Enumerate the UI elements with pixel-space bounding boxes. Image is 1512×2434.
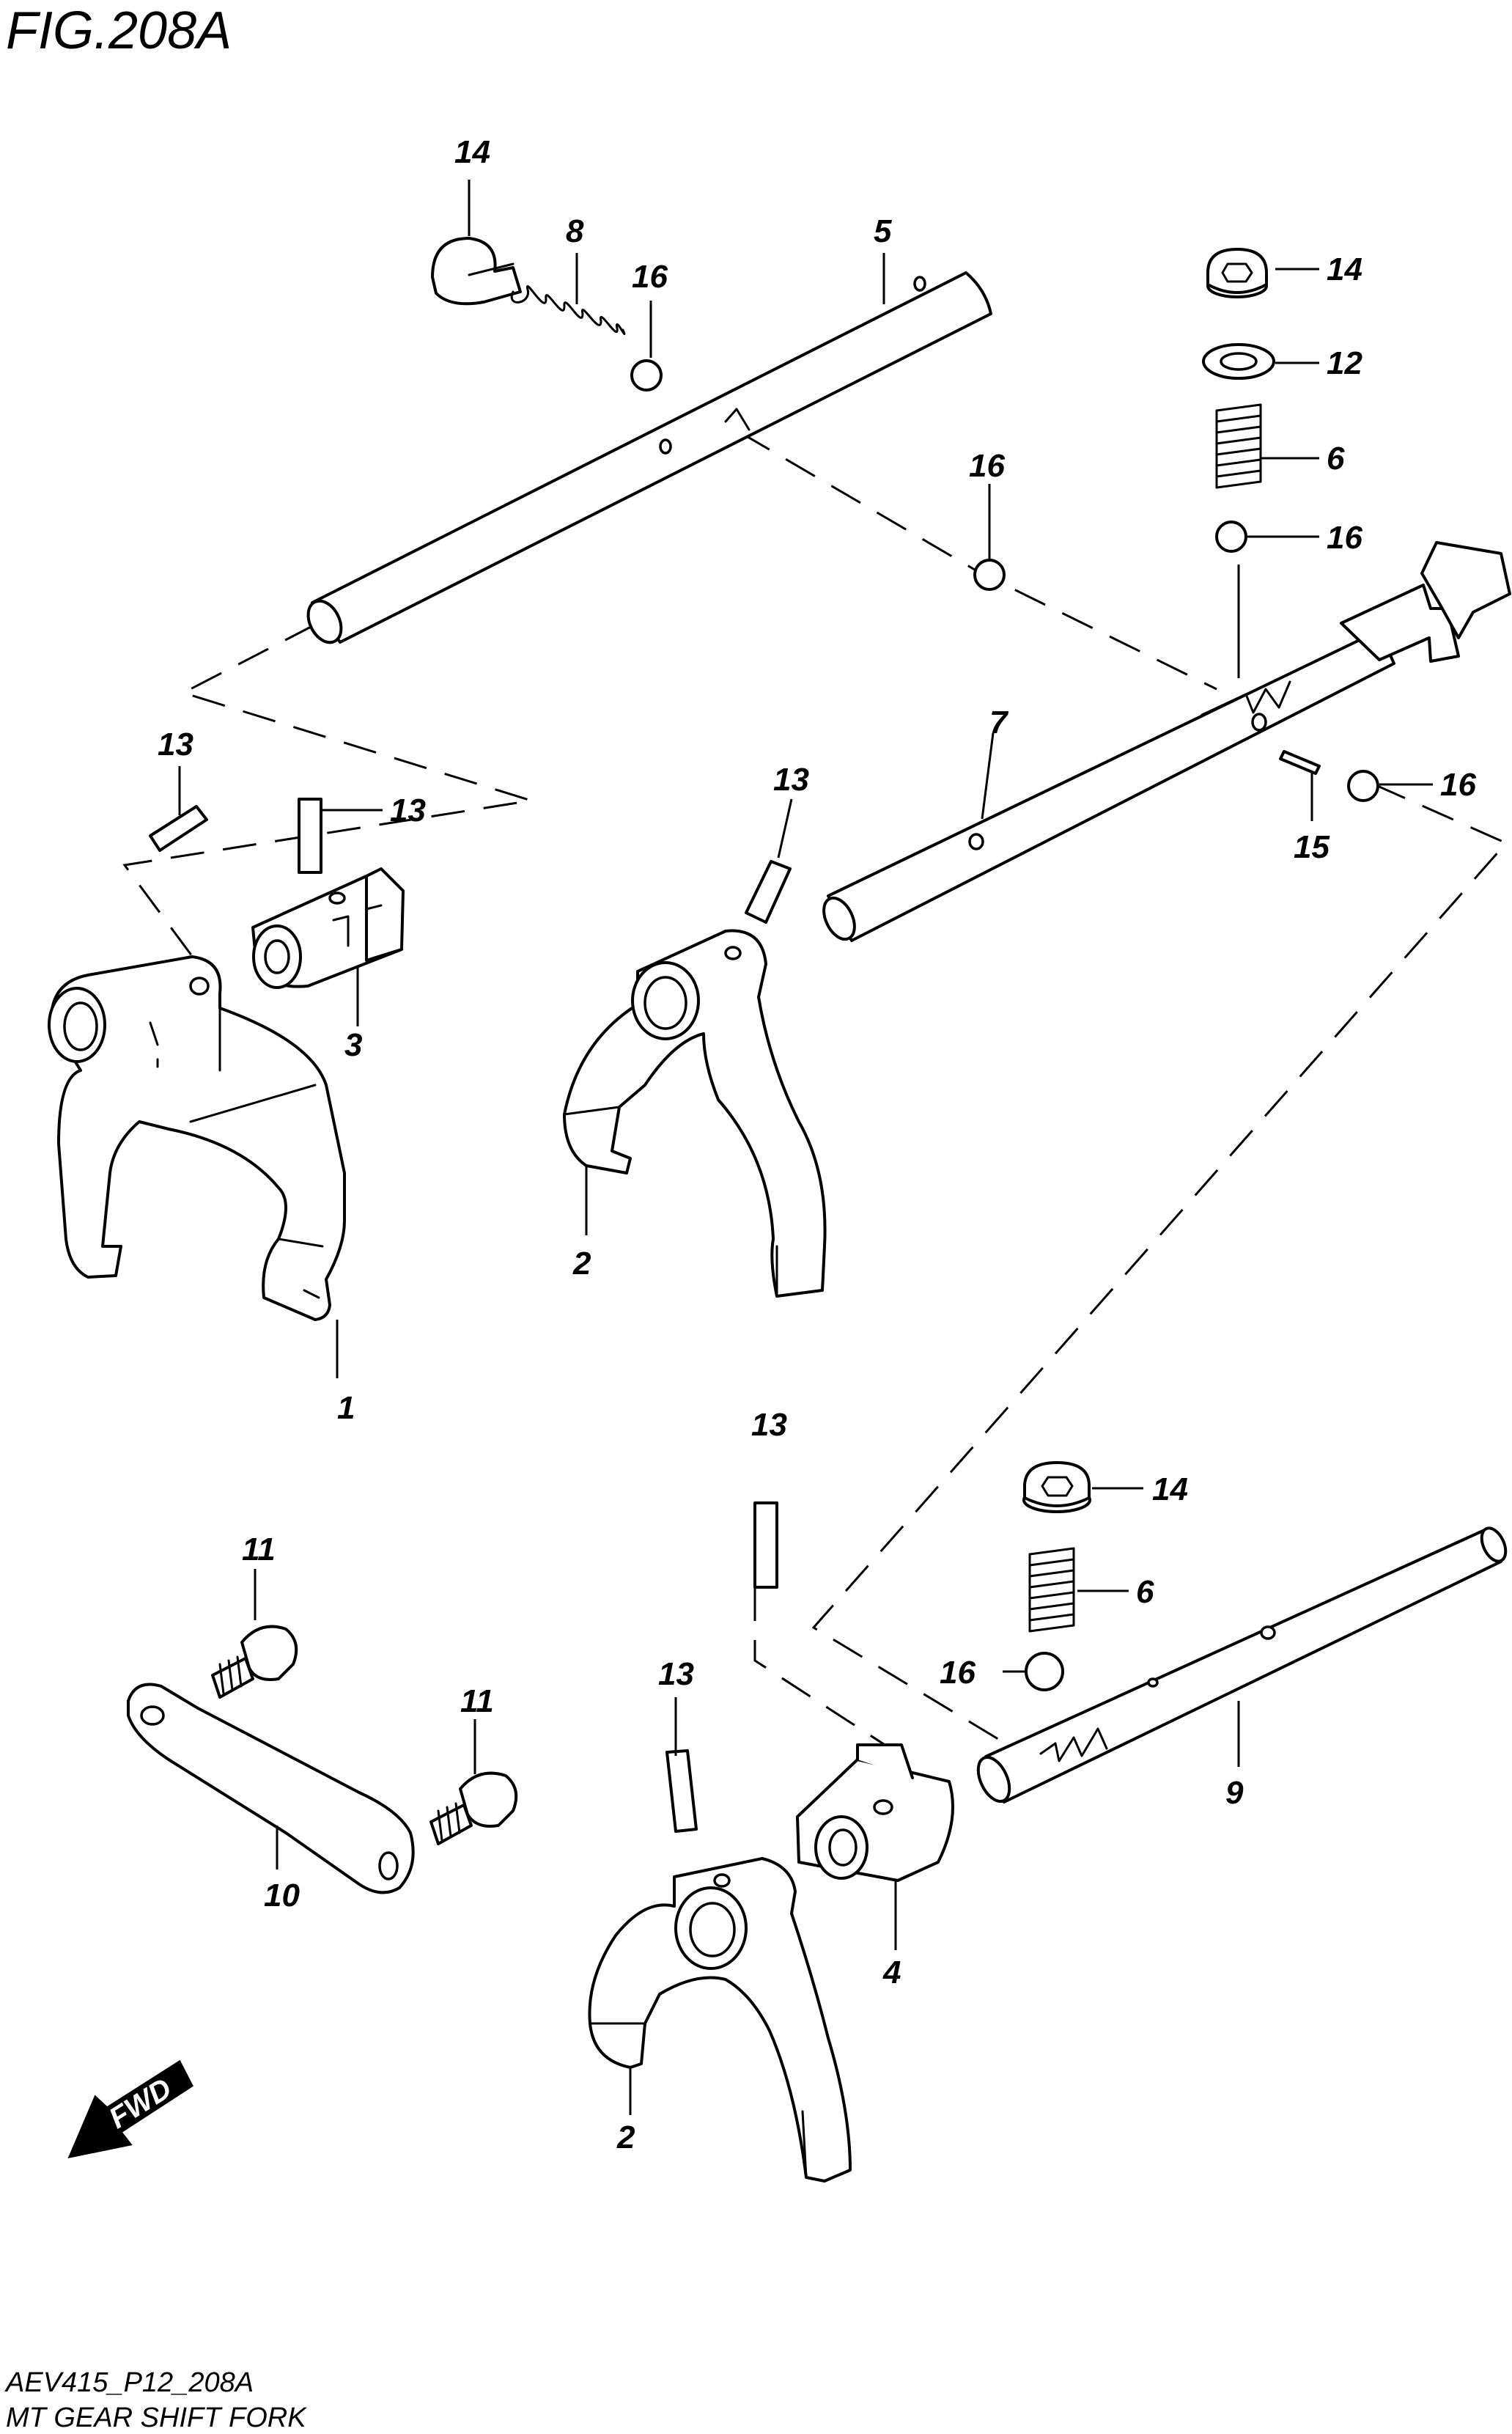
pin-13-e bbox=[665, 1749, 698, 1833]
shift-fork-1 bbox=[48, 955, 346, 1321]
callout-4: 4 bbox=[882, 1955, 901, 1990]
callout-12: 12 bbox=[1327, 345, 1362, 381]
pin-13-d bbox=[753, 1501, 778, 1589]
bolt-11-lower bbox=[429, 1771, 518, 1845]
shift-rod-9 bbox=[976, 1526, 1508, 1804]
callout-2-upper: 2 bbox=[572, 1246, 591, 1282]
callout-6-top: 6 bbox=[1327, 441, 1345, 477]
callout-13-a: 13 bbox=[158, 727, 193, 762]
shift-plate-10 bbox=[127, 1683, 415, 1894]
callout-16-top: 16 bbox=[632, 259, 668, 295]
callout-15: 15 bbox=[1294, 829, 1330, 865]
pin-13-c bbox=[745, 860, 792, 924]
callout-8: 8 bbox=[566, 213, 584, 249]
callout-13-e: 13 bbox=[658, 1656, 694, 1692]
callout-14-top-right: 14 bbox=[1327, 251, 1362, 287]
ball-16-top bbox=[630, 359, 663, 391]
callout-16-right: 16 bbox=[1327, 520, 1362, 556]
callout-7: 7 bbox=[989, 705, 1009, 740]
bolt-11-upper bbox=[211, 1625, 298, 1699]
shift-block-3 bbox=[251, 867, 405, 989]
ball-16-mid bbox=[973, 559, 1006, 591]
shift-block-4 bbox=[796, 1743, 954, 1882]
ball-16-right bbox=[1215, 521, 1247, 553]
pin-13-a bbox=[149, 805, 208, 852]
callout-13-b: 13 bbox=[390, 793, 426, 828]
figure-title: FIG.208A bbox=[6, 1, 232, 60]
ball-16-far-right bbox=[1347, 770, 1379, 802]
ball-16-lower bbox=[1025, 1652, 1064, 1691]
assembly-line-fork1 bbox=[122, 623, 532, 979]
pin-13-b bbox=[298, 798, 322, 874]
spring-8 bbox=[510, 285, 626, 336]
callout-9: 9 bbox=[1225, 1775, 1244, 1811]
footer-caption: MT GEAR SHIFT FORK bbox=[6, 2402, 307, 2433]
plug-14-lower bbox=[1022, 1461, 1091, 1513]
spring-6-top bbox=[1215, 403, 1262, 489]
assembly-line-rod9 bbox=[811, 783, 1508, 1757]
callout-14-top-left: 14 bbox=[454, 134, 490, 170]
callout-3: 3 bbox=[344, 1027, 362, 1063]
callout-11-lower: 11 bbox=[460, 1683, 494, 1719]
callout-10: 10 bbox=[264, 1878, 300, 1913]
shift-fork-2-lower bbox=[588, 1857, 852, 2183]
callout-14-lower: 14 bbox=[1152, 1471, 1188, 1507]
callout-5: 5 bbox=[874, 213, 892, 249]
shift-rod-5 bbox=[306, 271, 992, 644]
shift-fork-2-upper bbox=[563, 929, 827, 1298]
plug-14-top-right bbox=[1206, 248, 1268, 298]
callout-6-lower: 6 bbox=[1136, 1574, 1154, 1610]
footer-code: AEV415_P12_208A bbox=[4, 2367, 254, 2398]
fwd-direction-badge: FWD bbox=[67, 2059, 193, 2159]
callout-leaders bbox=[178, 180, 1433, 2115]
plug-14-top-left bbox=[431, 237, 522, 306]
shift-rod-7 bbox=[822, 541, 1511, 942]
washer-12 bbox=[1202, 343, 1275, 380]
spring-6-lower bbox=[1028, 1547, 1075, 1633]
callout-13-c: 13 bbox=[773, 762, 809, 798]
callout-11-upper: 11 bbox=[242, 1532, 276, 1567]
callout-2-lower: 2 bbox=[616, 2119, 635, 2155]
pin-15 bbox=[1279, 750, 1321, 775]
callout-numbers: 14 8 16 5 14 12 6 16 16 7 15 16 13 13 13… bbox=[158, 134, 1476, 2155]
callout-1: 1 bbox=[337, 1390, 355, 1426]
callout-16-lower: 16 bbox=[940, 1655, 976, 1691]
callout-16-mid: 16 bbox=[969, 448, 1005, 484]
callout-16-far-right: 16 bbox=[1440, 767, 1476, 803]
callout-13-d: 13 bbox=[751, 1407, 787, 1443]
